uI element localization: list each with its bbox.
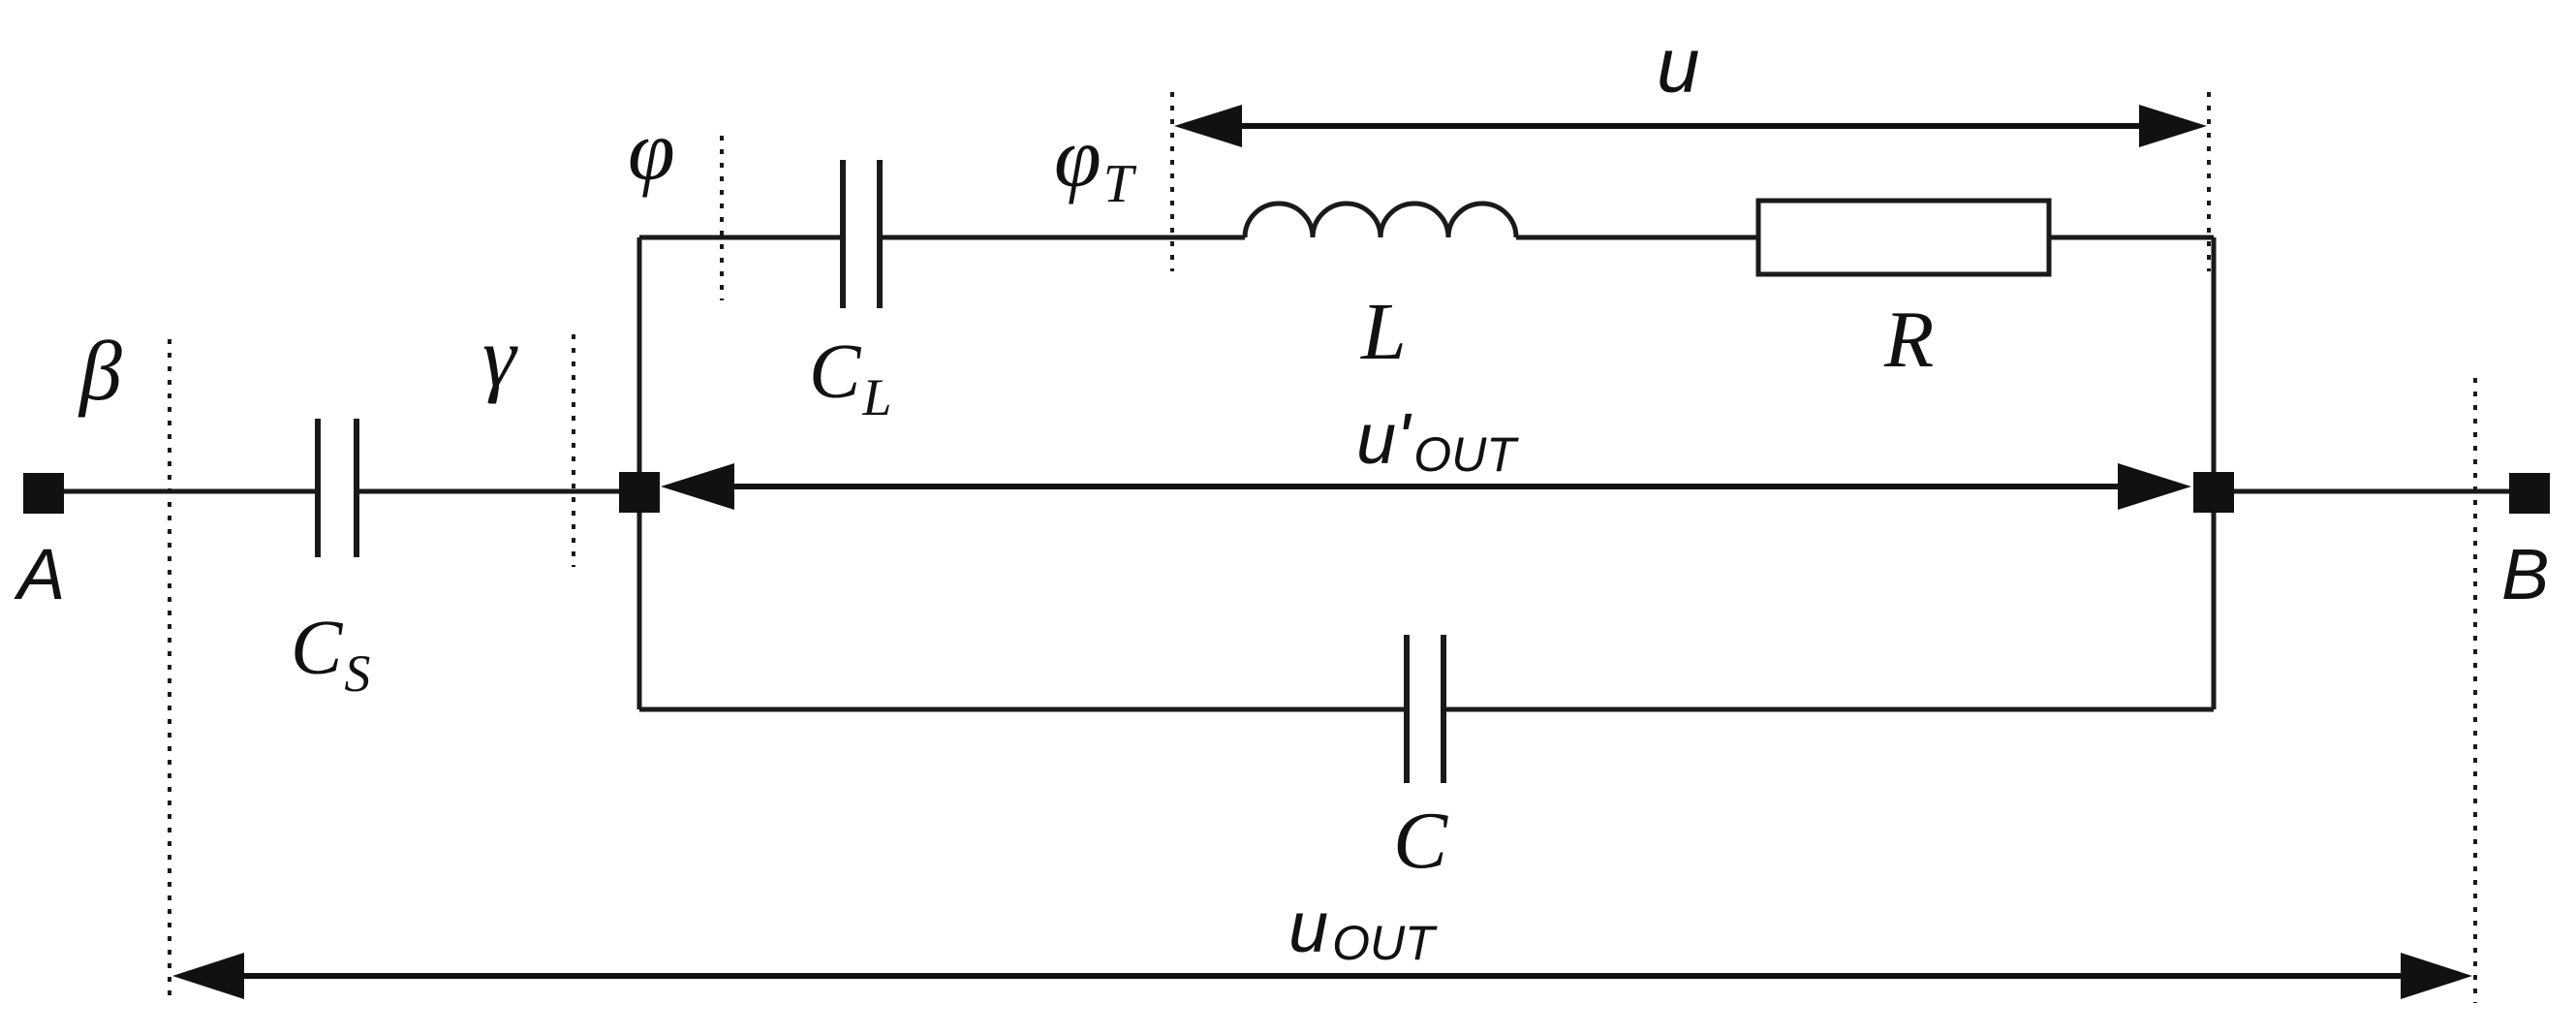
label-u-out-prime: u'OUT [1356,398,1519,482]
terminal-b [2509,473,2550,514]
voltage-arrow-u-left-head [1174,105,1242,147]
label-r: R [1883,295,1934,385]
label-beta: β [78,325,122,419]
label-terminal-a: A [14,534,65,614]
label-u-out: uOUT [1288,887,1438,970]
label-l: L [1360,287,1407,377]
label-u-out-prime-base: u' [1356,398,1412,479]
label-cl-base: C [809,330,862,415]
reference-lines [168,92,2477,1003]
label-phi: φ [628,105,675,199]
label-u-out-sub: OUT [1332,916,1438,970]
inductor-l [1242,201,1519,238]
capacitor-c [1404,635,1446,783]
terminal-a [23,473,64,514]
node-left [619,472,660,513]
label-cl-sub: L [861,368,891,426]
label-u-out-base: u [1288,887,1328,967]
label-c: C [1393,796,1448,886]
label-cl: CL [809,330,891,426]
label-cs-base: C [291,606,344,691]
voltage-arrow-u-out-prime-right-head [2118,463,2191,510]
node-right [2193,472,2234,513]
label-cs-sub: S [344,644,370,703]
label-terminal-b: B [2501,534,2549,614]
voltage-arrow-u-out-right-head [2401,953,2472,999]
label-gamma: γ [482,311,518,405]
voltage-arrow-u-out-prime [661,463,2191,510]
voltage-arrow-u-out-left-head [172,953,244,999]
capacitor-cs [315,419,359,557]
bottom-branch [636,491,2217,712]
label-phi-t: φT [1054,111,1137,214]
label-phi-t-sub: T [1103,154,1137,214]
label-u-out-prime-sub: OUT [1413,427,1519,482]
resistor-r [1755,198,2052,277]
label-phi-t-base: φ [1054,111,1102,205]
voltage-arrow-u-out-prime-left-head [661,463,734,510]
voltage-arrow-u-out [172,953,2472,999]
label-cs: CS [291,606,370,703]
voltage-arrow-u [1174,105,2207,147]
voltage-arrow-u-right-head [2139,105,2207,147]
top-branch [636,198,2217,491]
capacitor-cl [840,160,883,308]
label-u: u [1657,22,1700,109]
